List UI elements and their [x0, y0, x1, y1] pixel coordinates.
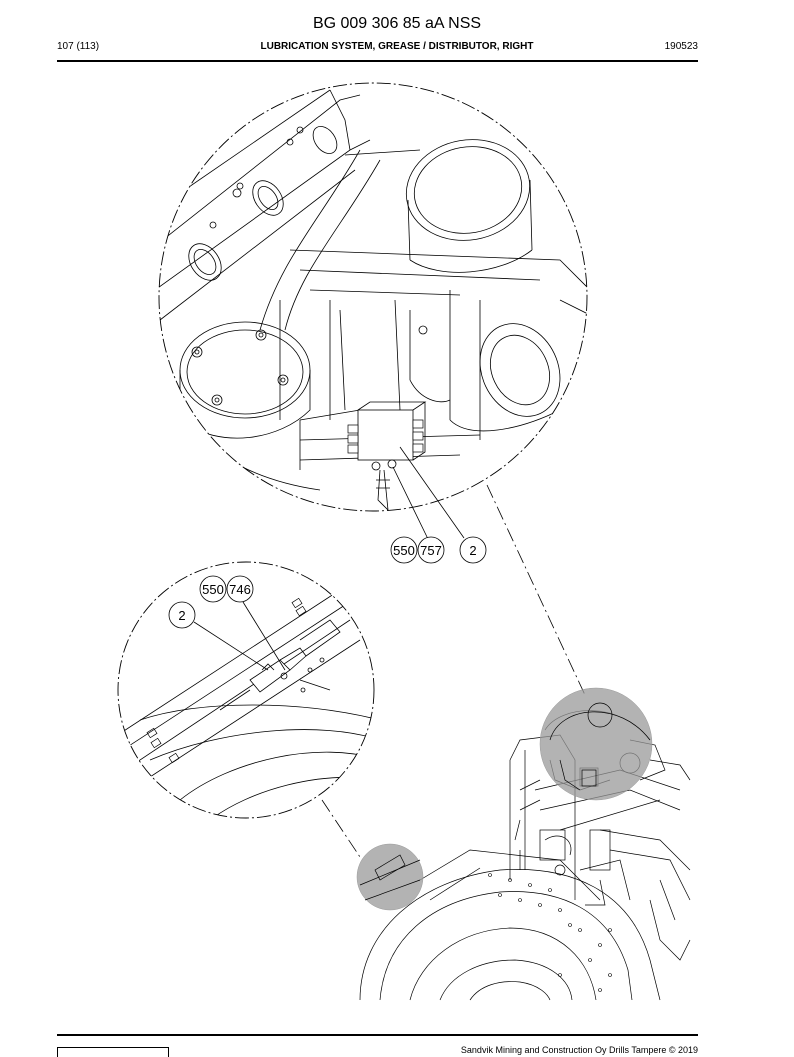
top-detail-view: [158, 82, 588, 512]
highlight-area-distributor: [539, 687, 653, 801]
footer-rule: [57, 1034, 698, 1036]
callout-label: 550: [202, 582, 224, 597]
detail-leader-line: [486, 484, 586, 696]
sandvik-logo: [57, 1047, 169, 1057]
callout-label: 550: [393, 543, 415, 558]
callout-bubble: [168, 601, 196, 629]
middle-detail-view: [117, 561, 375, 819]
callout-label: 2: [178, 608, 185, 623]
highlight-area-fitting: [356, 843, 424, 911]
section-title: LUBRICATION SYSTEM, GREASE / DISTRIBUTOR…: [260, 41, 534, 52]
overview-view: [359, 710, 691, 1001]
callout-label: 757: [420, 543, 442, 558]
callout-bubble: [417, 536, 445, 564]
callout-bubble: [390, 536, 418, 564]
footer-copyright: Sandvik Mining and Construction Oy Drill…: [460, 1045, 698, 1055]
middle-callouts: 550 746 2: [168, 575, 286, 671]
top-callouts: 550 757 2: [390, 446, 487, 564]
callout-bubble: [199, 575, 227, 603]
document-title: BG 009 306 85 aA NSS: [312, 15, 482, 32]
detail-leader-line: [321, 799, 363, 861]
page-number: 107 (113): [57, 41, 100, 52]
overview-overlay-lines: [359, 702, 651, 901]
header-rule: [57, 60, 698, 62]
callout-label: 2: [469, 543, 476, 558]
callout-bubble: [459, 536, 487, 564]
callout-label: 746: [229, 582, 251, 597]
revision-date: 190523: [664, 41, 698, 52]
callout-bubble: [226, 575, 254, 603]
